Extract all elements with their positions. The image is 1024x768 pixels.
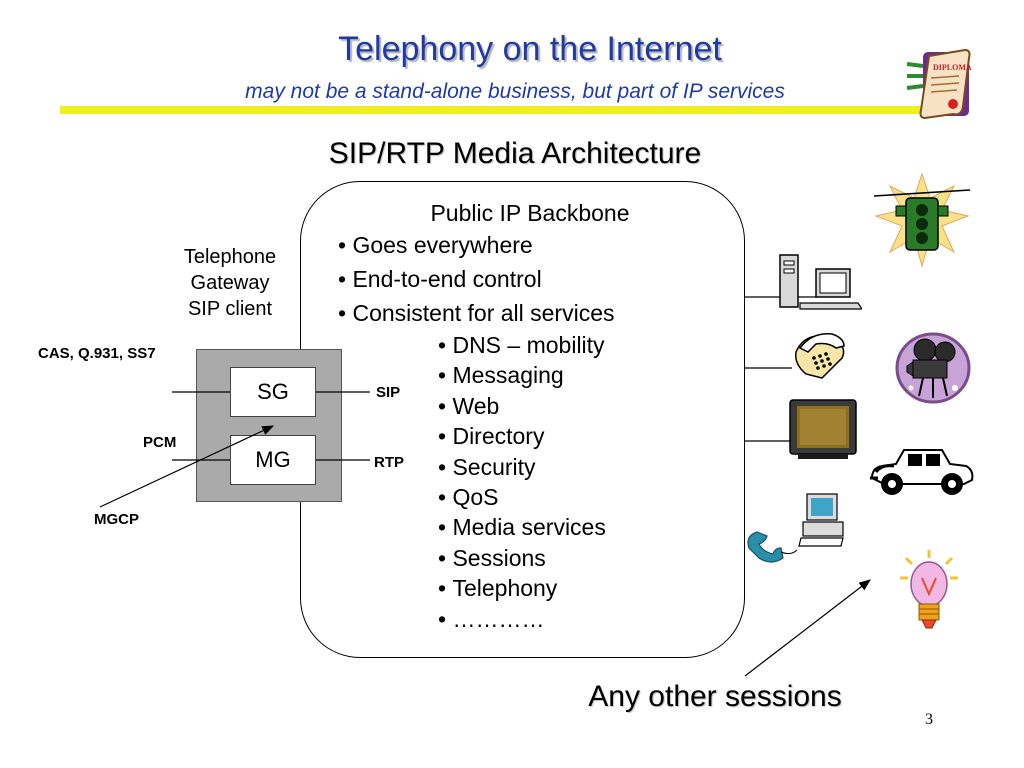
telephone-icon <box>794 333 845 379</box>
backbone-title: Public IP Backbone <box>430 200 630 226</box>
car-icon <box>870 449 974 495</box>
tv-monitor-icon <box>789 399 857 459</box>
film-camera-icon <box>895 332 971 404</box>
slide-title: Telephony on the Internet <box>338 30 722 68</box>
traffic-light-icon <box>873 172 971 268</box>
other-sessions-label: Any other sessions <box>588 680 842 713</box>
sg-box: SG <box>230 367 316 417</box>
slide-subtitle: may not be a stand-alone business, but p… <box>245 80 785 103</box>
mgcp-label: MGCP <box>94 511 139 528</box>
service-item: Security <box>438 452 606 482</box>
service-item: DNS – mobility <box>438 330 606 360</box>
mgcp-arrow <box>99 425 275 508</box>
pcm-label: PCM <box>143 434 177 451</box>
gateway-caption-line: SIP client <box>187 298 273 320</box>
backbone-bullet: Goes everywhere <box>338 228 615 262</box>
gateway-caption: Telephone Gateway SIP client <box>150 244 310 322</box>
service-item: Web <box>438 391 606 421</box>
rtp-label: RTP <box>374 454 404 471</box>
service-item: ………… <box>438 604 606 634</box>
gateway-caption-line: Gateway <box>190 272 270 294</box>
service-item: Directory <box>438 421 606 451</box>
sip-label: SIP <box>376 384 401 401</box>
page-number: 3 <box>925 711 933 728</box>
service-item: Messaging <box>438 360 606 390</box>
service-item: Telephony <box>438 573 606 603</box>
diploma-icon: DIPLOMA <box>906 48 972 120</box>
gateway-caption-line: Telephone <box>183 246 277 268</box>
backbone-bullet: Consistent for all services <box>338 296 614 330</box>
service-item: Media services <box>438 512 605 542</box>
service-item: Sessions <box>438 543 606 573</box>
light-bulb-icon <box>900 550 958 629</box>
section-title: SIP/RTP Media Architecture <box>328 137 702 170</box>
mg-box: MG <box>230 435 316 485</box>
backbone-bullet-list: Goes everywhere End-to-end control Consi… <box>338 228 615 330</box>
pc-with-handset-icon <box>747 493 844 563</box>
desktop-computer-icon <box>779 254 862 310</box>
signaling-label: CAS, Q.931, SS7 <box>38 345 156 362</box>
backbone-bullet: End-to-end control <box>338 262 615 296</box>
svg-text:DIPLOMA: DIPLOMA <box>933 63 972 72</box>
title-underline <box>60 106 930 114</box>
service-item: QoS <box>438 482 606 512</box>
other-sessions-arrow <box>744 579 871 677</box>
ip-services-list: DNS – mobility Messaging Web Directory S… <box>438 330 606 634</box>
